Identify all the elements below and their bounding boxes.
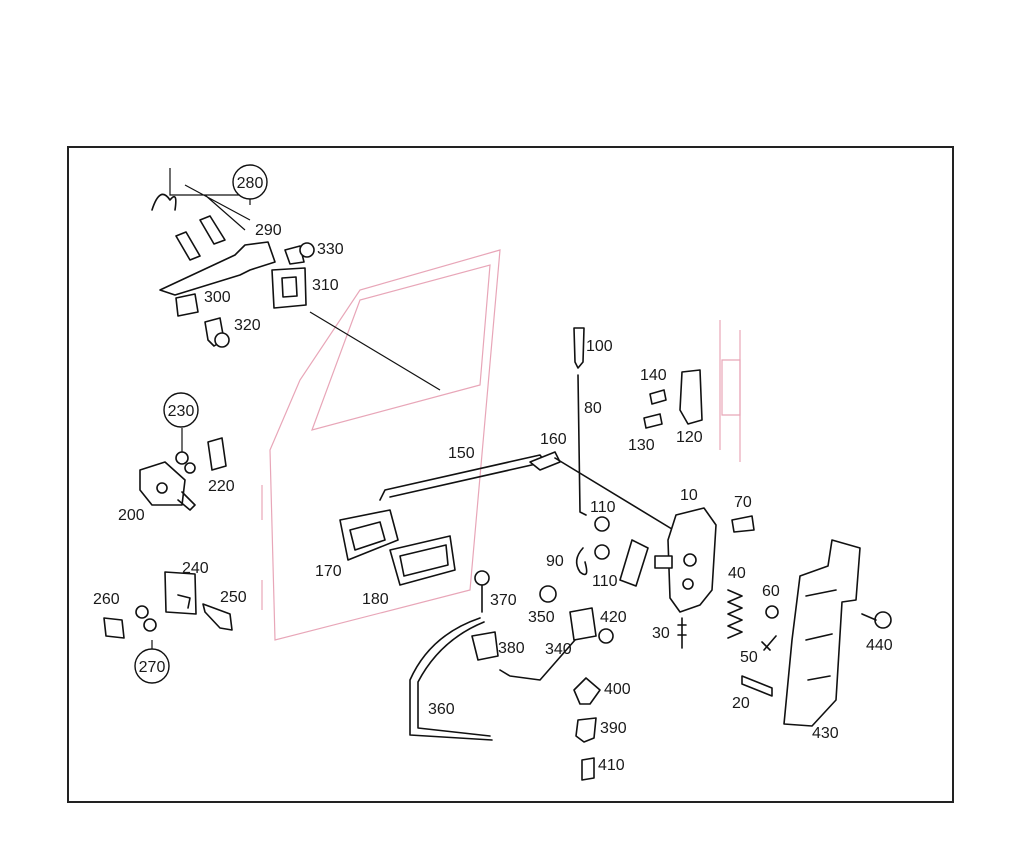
- lock-cylinder-assembly: [139, 428, 227, 511]
- callout-label: 120: [676, 429, 703, 446]
- rods-linkage: [379, 327, 691, 576]
- callout-label: 50: [740, 649, 758, 666]
- callout-label: 250: [220, 589, 247, 606]
- callout-label: 440: [866, 637, 893, 654]
- callout-label: 60: [762, 583, 780, 600]
- handle-assembly: [151, 168, 441, 391]
- inner-handle: [339, 509, 456, 586]
- bracket-430: [783, 539, 892, 727]
- callout-circled-label: 270: [139, 659, 166, 676]
- door-outline: [261, 249, 741, 641]
- callout-label: 90: [546, 553, 564, 570]
- callout-label: 350: [528, 609, 555, 626]
- callout-label: 260: [93, 591, 120, 608]
- callout-circle: [232, 164, 268, 200]
- diagram-frame: [67, 146, 954, 803]
- callout-labels: 290 330 310 300 320 100 140 80 130 120 1…: [93, 222, 893, 774]
- callout-label: 290: [255, 222, 282, 239]
- circled-callouts: 280 230 270: [134, 164, 268, 684]
- callout-label: 300: [204, 289, 231, 306]
- callout-label: 410: [598, 757, 625, 774]
- callout-label: 110: [590, 499, 616, 516]
- callout-label: 320: [234, 317, 261, 334]
- callout-label: 30: [652, 625, 670, 642]
- callout-label: 380: [498, 640, 525, 657]
- callout-label: 100: [586, 338, 613, 355]
- callout-label: 20: [732, 695, 750, 712]
- callout-label: 150: [448, 445, 475, 462]
- small-parts-left: [103, 571, 233, 650]
- callout-circle: [163, 392, 199, 428]
- callout-label: 10: [680, 487, 698, 504]
- lower-parts: [409, 570, 614, 781]
- callout-label: 430: [812, 725, 839, 742]
- callout-label: 330: [317, 241, 344, 258]
- callout-label: 420: [600, 609, 627, 626]
- callout-label: 310: [312, 277, 339, 294]
- callout-label: 340: [545, 641, 572, 658]
- callout-label: 40: [728, 565, 746, 582]
- callout-label: 240: [182, 560, 209, 577]
- callout-label: 200: [118, 507, 145, 524]
- callout-label: 180: [362, 591, 389, 608]
- callout-label: 390: [600, 720, 627, 737]
- callout-label: 140: [640, 367, 667, 384]
- callout-label: 160: [540, 431, 567, 448]
- callout-circled-label: 230: [168, 403, 195, 420]
- callout-label: 130: [628, 437, 655, 454]
- callout-label: 400: [604, 681, 631, 698]
- callout-circle: [134, 648, 170, 684]
- callout-label: 110: [592, 573, 618, 590]
- latch-assembly: [594, 369, 779, 697]
- callout-label: 80: [584, 400, 602, 417]
- callout-circled-label: 280: [237, 175, 264, 192]
- callout-label: 70: [734, 494, 752, 511]
- callout-label: 220: [208, 478, 235, 495]
- callout-label: 360: [428, 701, 455, 718]
- callout-label: 170: [315, 563, 342, 580]
- callout-label: 370: [490, 592, 517, 609]
